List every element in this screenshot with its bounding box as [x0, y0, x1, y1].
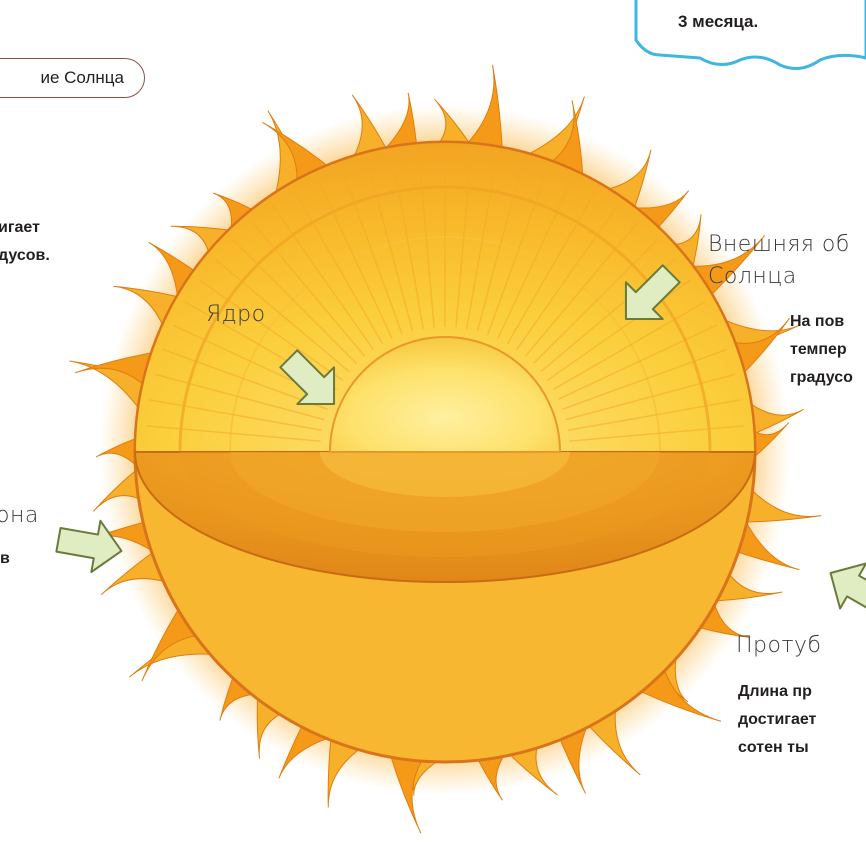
callout-text: 3 месяца. — [678, 8, 758, 36]
outer-shell-label-line1: Внешняя об — [708, 232, 850, 257]
prominence-label: Протуб — [736, 633, 822, 658]
outer-shell-text-line1: На пов — [790, 308, 844, 336]
prominence-text-line2: достигает — [738, 706, 816, 734]
arrow-prominence — [818, 550, 866, 627]
left-top-line2: дусов. — [0, 242, 50, 270]
title-tag: ие Солнца — [0, 58, 145, 98]
left-mid-label: она — [0, 503, 39, 528]
prominence-text-line3: сотен ты — [738, 734, 809, 762]
left-top-line1: игает — [0, 214, 40, 242]
prominence-text-line1: Длина пр — [738, 678, 812, 706]
title-tag-text: ие Солнца — [40, 68, 124, 88]
left-mid-line: в — [0, 545, 10, 573]
outer-shell-text-line2: темпер — [790, 336, 847, 364]
core-label: Ядро — [206, 302, 266, 327]
outer-shell-text-line3: градусо — [790, 364, 853, 392]
outer-shell-label-line2: Солнца — [708, 264, 797, 289]
